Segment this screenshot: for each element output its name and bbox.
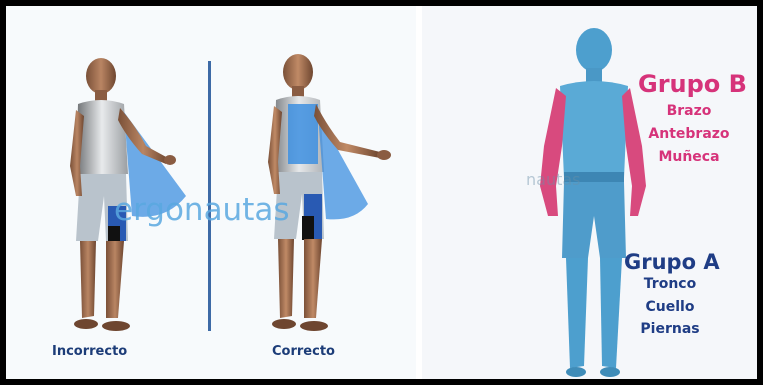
ergonautas-watermark-faded: nautas [526, 170, 581, 189]
caption-correct: Correcto [272, 344, 335, 359]
ergonautas-watermark: ergonautas [114, 192, 290, 228]
group-b-item-arm: Brazo [644, 103, 734, 119]
group-b-item-wrist: Muñeca [644, 149, 734, 165]
group-a-title: Grupo A [624, 250, 720, 274]
group-b-title: Grupo B [638, 70, 747, 98]
group-b-item-forearm: Antebrazo [644, 126, 734, 142]
group-a-item-neck: Cuello [630, 299, 710, 315]
caption-incorrect: Incorrecto [52, 344, 127, 359]
image-frame: ergonautas nautas Incorrecto Correcto Gr… [6, 6, 757, 379]
group-a-item-trunk: Tronco [630, 276, 710, 292]
group-a-item-legs: Piernas [630, 321, 710, 337]
